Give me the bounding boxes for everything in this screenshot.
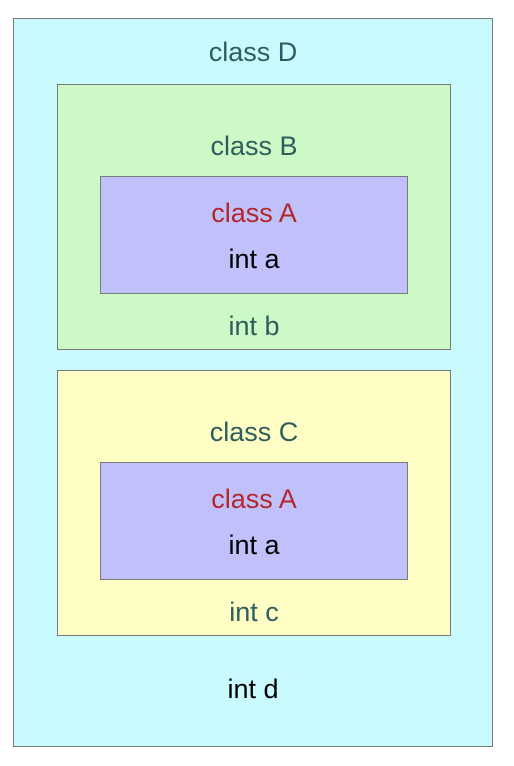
class-d-member: int d [227,674,279,704]
class-c-box: class C class A int a int c [57,370,451,636]
class-a-title: class A [211,198,297,228]
class-a-member: int a [228,530,280,560]
class-c-member: int c [229,597,279,627]
class-a-title: class A [211,484,297,514]
class-a-box: class A int a [100,462,408,580]
class-d-title: class D [208,37,298,67]
class-a-box: class A int a [100,176,408,294]
class-c-title: class C [209,417,299,447]
class-b-member: int b [228,311,280,341]
class-b-box: class B class A int a int b [57,84,451,350]
class-b-title: class B [210,131,298,161]
class-d-box: class D class B class A int a int b clas… [13,18,493,747]
class-a-member: int a [228,244,280,274]
